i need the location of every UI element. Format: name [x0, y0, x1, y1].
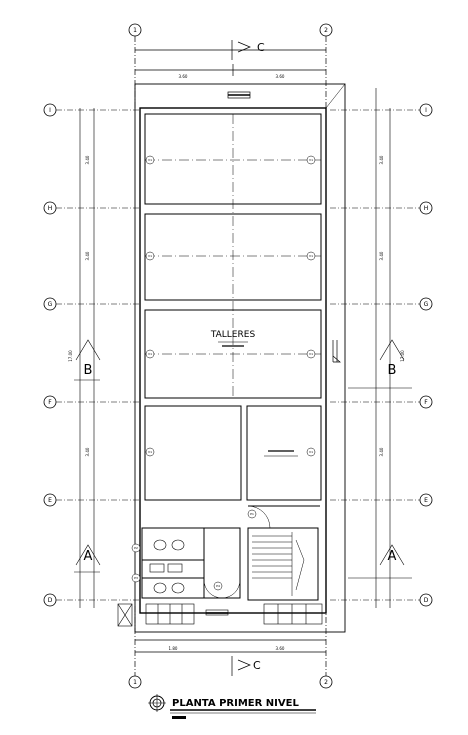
column-tag-8: V1: [309, 450, 313, 454]
section-mark-top: C: [257, 41, 265, 54]
column-tag-1: V1: [148, 158, 152, 162]
grid-bubble-bottom-left-label: 1: [133, 679, 137, 686]
dim-bay-right-2: 3.40: [379, 251, 384, 260]
grid-letter-left-1: I: [49, 107, 51, 114]
column-tags: [145, 155, 316, 457]
dim-bay-right-1: 3.40: [379, 155, 384, 164]
left-grid-bubbles: [43, 103, 57, 607]
grid-bubble-bottom-right: [319, 675, 333, 689]
column-tag-5: V1: [148, 352, 152, 356]
right-grid-bubbles: [419, 103, 433, 607]
grid-letter-right-1: I: [425, 107, 427, 114]
grid-letter-left-6: D: [48, 597, 53, 604]
grid-bubble-top-left: [128, 23, 142, 37]
grid-letter-right-5: E: [424, 497, 428, 504]
service-area: [141, 505, 320, 601]
column-tag-2: V1: [309, 158, 313, 162]
workshop-bays: [144, 113, 322, 501]
dim-overall-right: 17.00: [400, 350, 405, 362]
grid-bubble-bottom-right-label: 2: [324, 679, 328, 686]
left-axis: [56, 108, 140, 608]
grid-bubble-top-left-label: 1: [133, 27, 137, 34]
door-tag-2: P2: [134, 546, 138, 550]
front-windows: [117, 603, 323, 627]
top-axis: [134, 36, 327, 110]
dim-bay-left-2: 3.40: [85, 251, 90, 260]
title-target-icon: [148, 694, 166, 712]
dim-bay-left-1: 3.40: [85, 155, 90, 164]
door-swings: [203, 505, 271, 599]
section-mark-right-upper: B: [388, 363, 397, 378]
door-tag-bubbles: [131, 509, 257, 591]
grid-bubble-bottom-left: [128, 675, 142, 689]
door-tag-3: P3: [134, 576, 138, 580]
dim-bay-left-3: 3.40: [85, 447, 90, 456]
section-mark-right-lower: A: [388, 549, 397, 564]
grid-letter-right-6: D: [424, 597, 429, 604]
bottom-axis: [134, 606, 327, 676]
column-tag-7: V1: [148, 450, 152, 454]
column-tag-6: V1: [309, 352, 313, 356]
sanitary-fixtures: [149, 539, 185, 594]
right-axis: [330, 88, 420, 608]
door-tag-1: P1: [250, 512, 254, 516]
grid-letter-left-5: E: [48, 497, 52, 504]
grid-bubble-top-right-label: 2: [324, 27, 328, 34]
staircase: [252, 532, 305, 596]
room-label-talleres: TALLERES: [210, 330, 256, 340]
section-mark-left-upper: B: [84, 363, 93, 378]
section-mark-bottom: C: [253, 659, 261, 672]
grid-letter-right-4: F: [424, 399, 428, 406]
dim-bay-right-3: 3.40: [379, 447, 384, 456]
dim-overall-left: 17.00: [68, 350, 73, 362]
section-mark-left-lower: A: [84, 549, 93, 564]
column-tag-3: V1: [148, 254, 152, 258]
title-underline: [170, 709, 316, 714]
door-tag-4: P4: [216, 584, 220, 588]
dim-top-left: 3.60: [179, 74, 188, 79]
dim-bottom-right: 3.60: [276, 646, 285, 651]
room-label-underline: [218, 341, 248, 347]
grid-letter-left-3: G: [48, 301, 53, 308]
dim-top-right: 3.60: [276, 74, 285, 79]
drawing-title: PLANTA PRIMER NIVEL: [172, 698, 299, 709]
office-marker: [264, 450, 298, 457]
grid-letter-left-2: H: [48, 205, 53, 212]
dim-bottom-left: 1.80: [169, 646, 178, 651]
building-walls: [134, 83, 346, 633]
ramp-symbol: [332, 340, 341, 363]
grid-bubble-top-right: [319, 23, 333, 37]
grid-letter-right-2: H: [424, 205, 429, 212]
column-tag-4: V1: [309, 254, 313, 258]
grid-letter-right-3: G: [424, 301, 429, 308]
scale-bar: [172, 716, 186, 719]
grid-letter-left-4: F: [48, 399, 52, 406]
